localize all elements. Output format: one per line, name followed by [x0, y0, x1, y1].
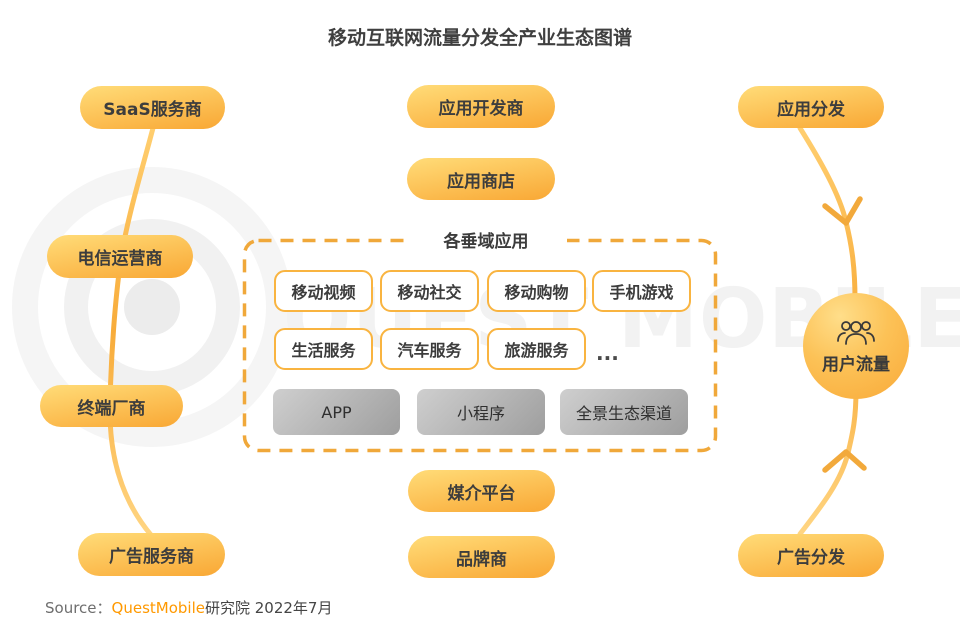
more-apps-ellipsis: ... [596, 341, 619, 365]
people-group-icon [837, 320, 875, 345]
source-prefix: Source： [45, 599, 112, 617]
node-ad-service-provider: 广告服务商 [78, 533, 225, 576]
down-arrowhead-icon [822, 196, 863, 226]
up-arrowhead-icon [822, 449, 867, 473]
app-chip-mobile-games: 手机游戏 [592, 270, 691, 312]
source-line: Source：QuestMobile研究院 2022年7月 [45, 597, 332, 618]
channel-panoramic-ecosystem: 全景生态渠道 [560, 389, 688, 435]
app-chip-mobile-video: 移动视频 [274, 270, 373, 312]
app-chip-mobile-shopping: 移动购物 [487, 270, 586, 312]
node-telecom-operator: 电信运营商 [47, 235, 193, 278]
vertical-apps-label: 各垂域应用 [405, 227, 567, 252]
node-app-developer: 应用开发商 [407, 85, 555, 128]
node-saas-provider: SaaS服务商 [80, 86, 225, 129]
channel-mini-program: 小程序 [417, 389, 545, 435]
node-app-store: 应用商店 [407, 158, 555, 200]
page-title: 移动互联网流量分发全产业生态图谱 [327, 27, 632, 49]
app-chip-travel-services: 旅游服务 [487, 328, 586, 370]
app-chip-life-services: 生活服务 [274, 328, 373, 370]
node-media-platform: 媒介平台 [408, 470, 555, 512]
source-suffix: 研究院 2022年7月 [204, 599, 333, 617]
channel-app: APP [273, 389, 400, 435]
app-chip-auto-services: 汽车服务 [380, 328, 479, 370]
node-terminal-manufacturer: 终端厂商 [40, 385, 183, 427]
node-user-traffic: 用户流量 [803, 293, 909, 399]
node-app-distribution: 应用分发 [738, 86, 884, 128]
source-brand: QuestMobile [111, 599, 205, 617]
user-traffic-label: 用户流量 [822, 354, 890, 375]
app-chip-mobile-social: 移动社交 [380, 270, 479, 312]
node-ad-distribution: 广告分发 [738, 534, 884, 577]
left-connector-line [107, 125, 156, 538]
node-brand-owner: 品牌商 [408, 536, 555, 578]
